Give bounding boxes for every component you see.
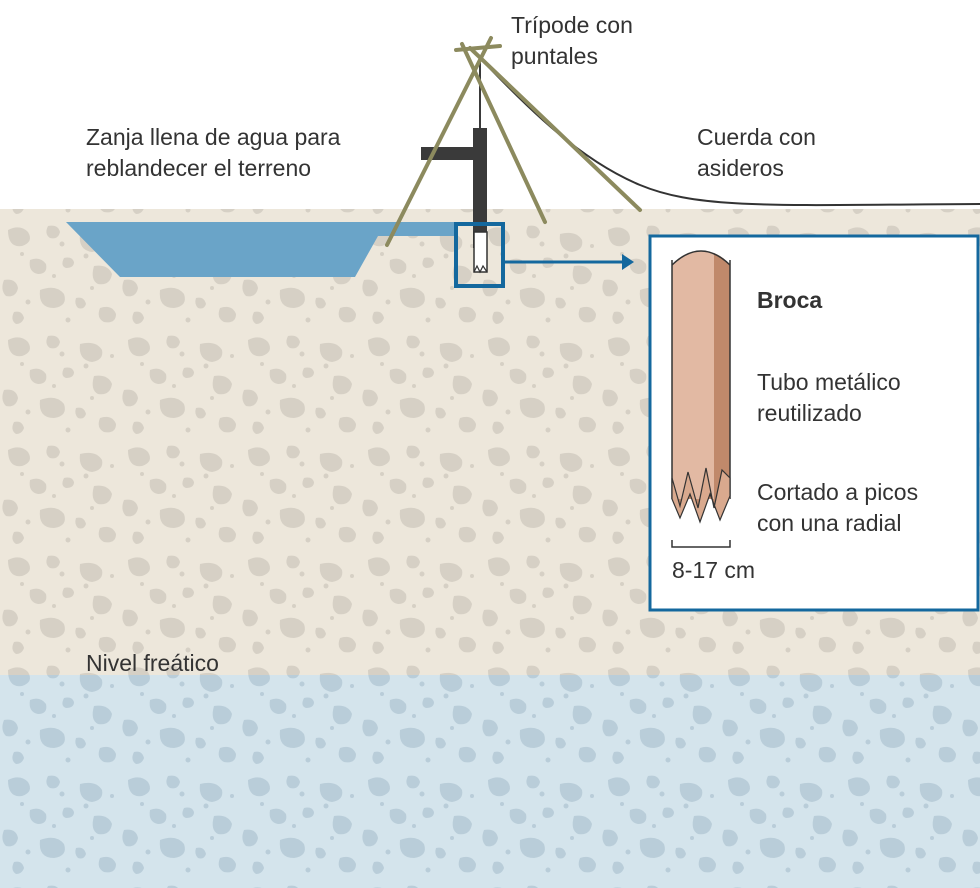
drill-bit-illustration [671,250,731,524]
zoom-arrow-head [622,254,634,270]
tripod-icon [385,36,642,247]
bit-teeth [473,264,488,274]
drill-pipe [473,128,487,248]
water-trench [66,222,455,277]
detail-title: Broca [757,287,823,313]
groundwater-layer [0,675,980,888]
bit-inner [473,231,488,273]
cut-label: Cortado a picos con una radial [757,479,919,536]
width-label: 8-17 cm [672,557,756,583]
water-table-label: Nivel freático [86,650,219,676]
width-bracket [671,540,731,548]
tripod-label: Trípode con puntales [511,12,633,69]
tube-label: Tubo metálico reutilizado [757,369,901,426]
trench-label: Zanja llena de agua para reblandecer el … [86,124,341,181]
rope-label: Cuerda con asideros [697,124,816,181]
zoom-box [454,222,505,288]
rope-line [479,57,980,207]
